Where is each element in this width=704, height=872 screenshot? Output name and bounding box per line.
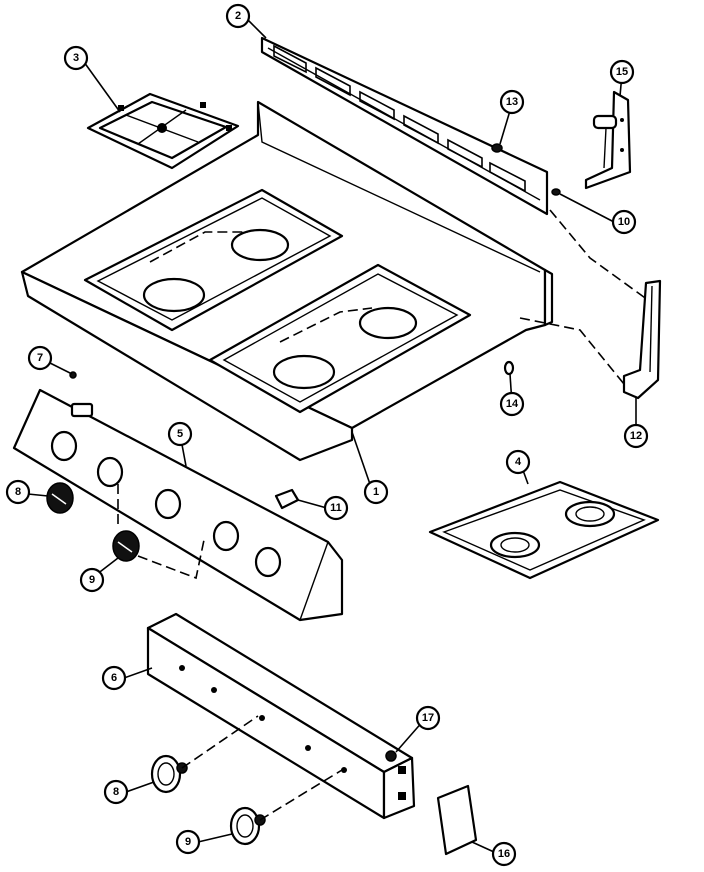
- callout-17: 17: [415, 705, 441, 731]
- callout-7-label: 7: [37, 352, 43, 364]
- callout-16: 16: [491, 841, 517, 867]
- callout-14-label: 14: [506, 398, 519, 410]
- callout-9-lower: 9: [175, 829, 201, 855]
- callout-5: 5: [167, 421, 193, 447]
- callout-15: 15: [609, 59, 635, 85]
- hinge-bracket: [584, 90, 632, 190]
- callout-8-lower-label: 8: [113, 786, 119, 798]
- callout-3-label: 3: [73, 52, 79, 64]
- callout-9-upper-label: 9: [89, 574, 95, 586]
- callout-11-label: 11: [330, 502, 342, 514]
- control-knob-upper-2: [112, 530, 140, 562]
- callout-2-label: 2: [235, 10, 241, 22]
- backguard-trim-strip: [260, 36, 549, 216]
- callout-7: 7: [27, 345, 53, 371]
- screw-13: [491, 143, 503, 153]
- callout-1-label: 1: [373, 486, 379, 498]
- callout-4-label: 4: [515, 456, 522, 468]
- callout-17-label: 17: [422, 712, 434, 724]
- callout-15-label: 15: [616, 66, 628, 78]
- drip-pan-tray: [428, 480, 660, 580]
- callout-8-upper-label: 8: [15, 486, 21, 498]
- main-cooktop: [20, 100, 554, 462]
- callout-9-upper: 9: [79, 567, 105, 593]
- control-knob-upper: [46, 482, 74, 514]
- burner-manifold-box: [146, 612, 416, 820]
- leader-lines: [27, 17, 637, 853]
- trim-block: [436, 784, 478, 856]
- callout-13: 13: [499, 89, 525, 115]
- callout-2: 2: [225, 3, 251, 29]
- screw-10: [551, 188, 561, 196]
- callout-12-label: 12: [630, 430, 642, 442]
- callout-10: 10: [611, 209, 637, 235]
- side-trim-bracket: [622, 279, 662, 400]
- control-panel: [12, 388, 344, 622]
- valve-knob-lower-2: [229, 806, 266, 846]
- valve-knob-lower: [150, 754, 188, 794]
- indicator-clip: [274, 488, 300, 510]
- assembly-lines: [117, 209, 649, 821]
- callout-14: 14: [499, 391, 525, 417]
- callout-16-label: 16: [498, 848, 510, 860]
- callout-5-label: 5: [177, 428, 183, 440]
- callout-3: 3: [63, 45, 89, 71]
- callout-11: 11: [323, 495, 349, 521]
- callout-6-label: 6: [111, 672, 117, 684]
- callout-12: 12: [623, 423, 649, 449]
- callout-1: 1: [363, 479, 389, 505]
- callout-13-label: 13: [506, 96, 518, 108]
- burner-grate: [86, 92, 240, 170]
- callout-6: 6: [101, 665, 127, 691]
- callout-9-lower-label: 9: [185, 836, 191, 848]
- callout-10-label: 10: [618, 216, 630, 228]
- callout-8-upper: 8: [5, 479, 31, 505]
- callout-8-lower: 8: [103, 779, 129, 805]
- callout-4: 4: [505, 449, 531, 475]
- screw-14: [503, 360, 515, 376]
- screw-17: [385, 750, 397, 762]
